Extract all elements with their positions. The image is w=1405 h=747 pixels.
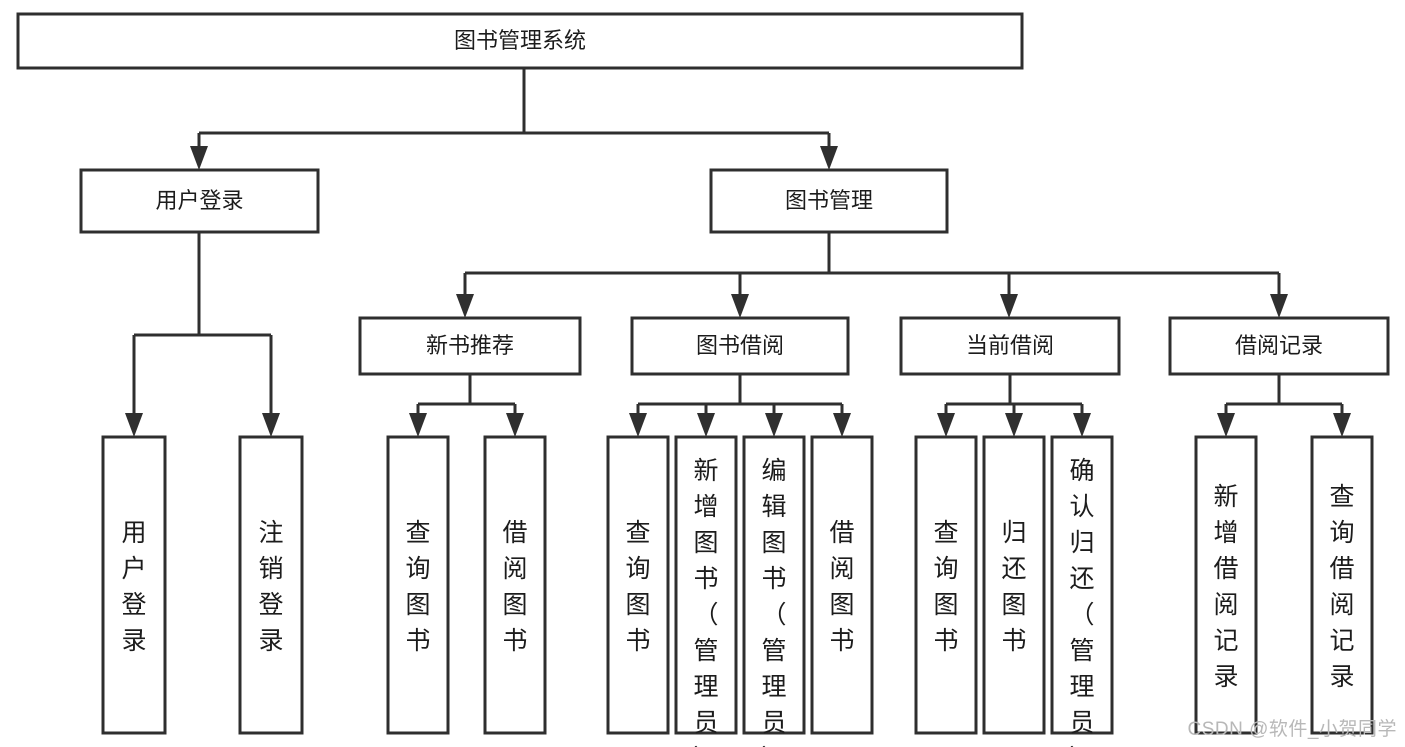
- connector-layer: [125, 68, 1351, 437]
- node-new-book-recommend[interactable]: 新书推荐: [358, 316, 582, 376]
- node-box[interactable]: [1310, 435, 1374, 735]
- arrow-head-icon: [765, 413, 783, 437]
- connector-edge-current-bus: [937, 374, 1091, 437]
- node-box[interactable]: [1050, 435, 1114, 735]
- node-book-management[interactable]: 图书管理: [709, 168, 949, 234]
- node-box[interactable]: [674, 435, 738, 735]
- node-current-borrow[interactable]: 当前借阅: [899, 316, 1121, 376]
- node-layer: 图书管理系统用户登录图书管理新书推荐图书借阅当前借阅借阅记录用户登录注销登录查询…: [16, 12, 1390, 747]
- arrow-head-icon: [125, 413, 143, 437]
- node-box[interactable]: [982, 435, 1046, 735]
- node-label: 借阅图书: [502, 519, 527, 655]
- connector-edge-record-bus: [1217, 374, 1351, 437]
- node-label: 当前借阅: [966, 333, 1054, 358]
- node-leaf-user-login[interactable]: 用户登录: [101, 435, 167, 735]
- connector-edge-root-bus: [190, 68, 838, 170]
- node-label: 查询图书: [625, 519, 650, 655]
- node-leaf-query-book-borrow[interactable]: 查询图书: [606, 435, 670, 735]
- node-book-borrow[interactable]: 图书借阅: [630, 316, 850, 376]
- arrow-head-icon: [629, 413, 647, 437]
- node-box[interactable]: [101, 435, 167, 735]
- node-borrow-record[interactable]: 借阅记录: [1168, 316, 1390, 376]
- node-leaf-edit-book[interactable]: 编辑图书（管理员）: [742, 435, 806, 747]
- node-label: 查询借阅记录: [1329, 483, 1354, 691]
- arrow-head-icon: [731, 294, 749, 318]
- node-label: 编辑图书（管理员）: [761, 457, 786, 747]
- arrow-head-icon: [1270, 294, 1288, 318]
- node-label: 归还图书: [1001, 519, 1026, 655]
- arrow-head-icon: [262, 413, 280, 437]
- node-leaf-logout[interactable]: 注销登录: [238, 435, 304, 735]
- node-user-login[interactable]: 用户登录: [79, 168, 320, 234]
- connector-edge-userlogin-bus: [125, 232, 280, 437]
- arrow-head-icon: [506, 413, 524, 437]
- node-leaf-query-book-recommend[interactable]: 查询图书: [386, 435, 450, 735]
- arrow-head-icon: [456, 294, 474, 318]
- node-box[interactable]: [1194, 435, 1258, 735]
- node-leaf-query-book-current[interactable]: 查询图书: [914, 435, 978, 735]
- node-label: 用户登录: [121, 519, 146, 655]
- arrow-head-icon: [1073, 413, 1091, 437]
- node-leaf-add-borrow-record[interactable]: 新增借阅记录: [1194, 435, 1258, 735]
- arrow-head-icon: [190, 146, 208, 170]
- node-label: 新增图书（管理员）: [693, 457, 718, 747]
- arrow-head-icon: [937, 413, 955, 437]
- node-label: 注销登录: [258, 519, 283, 655]
- node-leaf-query-borrow-record[interactable]: 查询借阅记录: [1310, 435, 1374, 735]
- node-label: 新书推荐: [426, 333, 514, 358]
- node-box[interactable]: [709, 168, 949, 234]
- arrow-head-icon: [1005, 413, 1023, 437]
- arrow-head-icon: [697, 413, 715, 437]
- node-box[interactable]: [630, 316, 850, 376]
- arrow-head-icon: [833, 413, 851, 437]
- connector-edge-recommend-bus: [409, 374, 524, 437]
- arrow-head-icon: [820, 146, 838, 170]
- node-label: 查询图书: [933, 519, 958, 655]
- node-box[interactable]: [79, 168, 320, 234]
- node-label: 确认归还（管理员）: [1069, 457, 1094, 747]
- connector-edge-borrow-bus: [629, 374, 851, 437]
- node-leaf-borrow-book-recommend[interactable]: 借阅图书: [483, 435, 547, 735]
- node-leaf-confirm-return[interactable]: 确认归还（管理员）: [1050, 435, 1114, 747]
- node-box[interactable]: [483, 435, 547, 735]
- node-box[interactable]: [606, 435, 670, 735]
- arrow-head-icon: [409, 413, 427, 437]
- node-label: 图书管理: [785, 188, 873, 213]
- node-leaf-return-book[interactable]: 归还图书: [982, 435, 1046, 735]
- node-label: 图书借阅: [696, 333, 784, 358]
- arrow-head-icon: [1333, 413, 1351, 437]
- node-label: 图书管理系统: [454, 28, 586, 53]
- node-box[interactable]: [16, 12, 1024, 70]
- node-root[interactable]: 图书管理系统: [16, 12, 1024, 70]
- node-box[interactable]: [1168, 316, 1390, 376]
- node-label: 借阅记录: [1235, 333, 1323, 358]
- node-box[interactable]: [358, 316, 582, 376]
- node-box[interactable]: [810, 435, 874, 735]
- node-box[interactable]: [238, 435, 304, 735]
- node-box[interactable]: [742, 435, 806, 735]
- node-leaf-add-book[interactable]: 新增图书（管理员）: [674, 435, 738, 747]
- node-label: 用户登录: [155, 188, 243, 213]
- arrow-head-icon: [1217, 413, 1235, 437]
- node-label: 查询图书: [405, 519, 430, 655]
- node-box[interactable]: [899, 316, 1121, 376]
- node-box[interactable]: [914, 435, 978, 735]
- node-label: 借阅图书: [829, 519, 854, 655]
- arrow-head-icon: [1000, 294, 1018, 318]
- connector-edge-bookmgmt-bus: [456, 232, 1288, 318]
- node-box[interactable]: [386, 435, 450, 735]
- node-leaf-borrow-book[interactable]: 借阅图书: [810, 435, 874, 735]
- node-label: 新增借阅记录: [1213, 483, 1238, 691]
